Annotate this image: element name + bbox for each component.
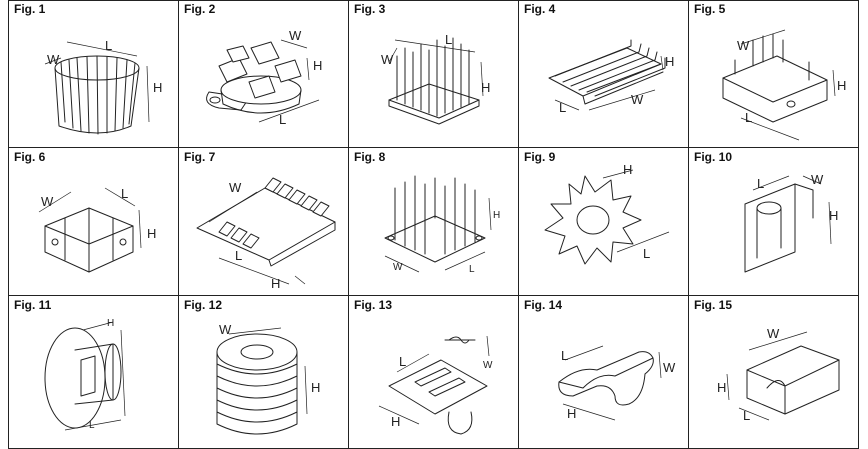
figure-cell-15: Fig. 15 W H L: [689, 296, 859, 449]
figure-cell-11: Fig. 11 H L: [9, 296, 179, 449]
dim-w: W: [811, 172, 824, 187]
heatsink-clip-star-drawing: W H L: [206, 28, 322, 127]
dim-h: H: [153, 80, 162, 95]
figure-cell-13: Fig. 13 L W H: [349, 296, 519, 449]
figure-label: Fig. 1: [14, 2, 46, 16]
dim-h: H: [623, 162, 632, 177]
dim-w: W: [219, 322, 232, 337]
figure-label: Fig. 15: [694, 298, 733, 312]
dim-w: W: [229, 180, 242, 195]
dim-l: L: [743, 408, 750, 423]
figure-label: Fig. 7: [184, 150, 216, 164]
heatsink-tube-clip-drawing: L W H: [744, 172, 838, 273]
dim-w: W: [289, 28, 302, 43]
figure-label: Fig. 12: [184, 298, 223, 312]
heatsink-finned-plate-drawing: W L H: [196, 177, 336, 291]
heatsink-spring-clip-drawing: L W H: [558, 345, 676, 421]
heatsink-disc-clip-drawing: H L: [44, 318, 126, 431]
figure-label: Fig. 3: [354, 2, 386, 16]
figure-cell-4: Fig. 4 H L W: [519, 0, 689, 148]
dim-h: H: [313, 58, 322, 73]
figure-cell-14: Fig. 14 L W H: [519, 296, 689, 449]
dim-h: H: [493, 210, 500, 221]
dim-h: H: [311, 380, 320, 395]
figure-cell-10: Fig. 10 L W H: [689, 148, 859, 296]
grid-top-border: [8, 0, 859, 1]
dim-h: H: [837, 78, 846, 93]
dim-l: L: [105, 38, 112, 53]
dim-h: H: [665, 54, 674, 69]
figure-label: Fig. 2: [184, 2, 216, 16]
figure-label: Fig. 4: [524, 2, 556, 16]
dim-w: W: [483, 360, 493, 371]
figure-cell-9: Fig. 9 H L: [519, 148, 689, 296]
dim-l: L: [643, 246, 650, 261]
dim-l: L: [279, 112, 286, 127]
dim-l: L: [559, 100, 566, 115]
dim-l: L: [757, 176, 764, 191]
dim-l: L: [89, 420, 95, 431]
dim-h: H: [391, 414, 400, 429]
dim-l: L: [121, 186, 128, 201]
dim-h: H: [107, 318, 114, 329]
dim-h: H: [829, 208, 838, 223]
figure-label: Fig. 8: [354, 150, 386, 164]
dim-h: H: [271, 276, 280, 291]
dim-w: W: [393, 262, 403, 273]
dim-l: L: [469, 264, 475, 275]
dim-w: W: [631, 92, 644, 107]
figure-label: Fig. 9: [524, 150, 556, 164]
dim-l: L: [745, 110, 752, 125]
heatsink-u-channel-drawing: W H L: [722, 29, 846, 141]
dim-l: L: [561, 348, 568, 363]
dim-w: W: [737, 38, 750, 53]
dim-w: W: [663, 360, 676, 375]
heatsink-clip-frame-drawing: W L H: [38, 186, 156, 273]
dim-h: H: [567, 406, 576, 421]
dim-h: H: [147, 226, 156, 241]
heatsink-stacked-disc-drawing: W H: [216, 322, 320, 435]
figure-label: Fig. 13: [354, 298, 393, 312]
figure-label: Fig. 11: [14, 298, 52, 312]
figure-cell-6: Fig. 6 W L H: [9, 148, 179, 296]
figure-cell-8: Fig. 8 H W L: [349, 148, 519, 296]
figure-grid: Fig. 1 W L H Fig. 2 W: [9, 0, 859, 449]
heatsink-channel-drawing: W H L: [717, 326, 840, 423]
figure-cell-1: Fig. 1 W L H: [9, 0, 179, 148]
dim-l: L: [445, 32, 452, 47]
figure-cell-12: Fig. 12 W H: [179, 296, 349, 449]
dim-l: L: [399, 354, 406, 369]
dim-w: W: [41, 194, 54, 209]
dim-l: L: [235, 248, 242, 263]
dim-w: W: [47, 52, 60, 67]
figure-label: Fig. 6: [14, 150, 46, 164]
figure-label: Fig. 14: [524, 298, 563, 312]
dim-h: H: [717, 380, 726, 395]
dim-w: W: [381, 52, 394, 67]
figure-cell-5: Fig. 5 W H L: [689, 0, 859, 148]
figure-label: Fig. 5: [694, 2, 726, 16]
dim-h: H: [481, 80, 490, 95]
dim-w: W: [767, 326, 780, 341]
figure-cell-7: Fig. 7 W L H: [179, 148, 349, 296]
heatsink-radial-pin-drawing: H W L: [384, 175, 500, 275]
heatsink-plate-clip-drawing: L W H: [378, 335, 493, 435]
grid-left-border: [8, 0, 9, 449]
heatsink-pin-fin-drawing: L W H: [381, 32, 490, 125]
figure-cell-3: Fig. 3 L W H: [349, 0, 519, 148]
heatsink-radial-fin-drawing: W L H: [44, 38, 162, 135]
heatsink-star-ring-drawing: H L: [544, 162, 670, 265]
figure-cell-2: Fig. 2 W H L: [179, 0, 349, 148]
heatsink-extruded-drawing: H L W: [548, 39, 674, 115]
figure-label: Fig. 10: [694, 150, 733, 164]
